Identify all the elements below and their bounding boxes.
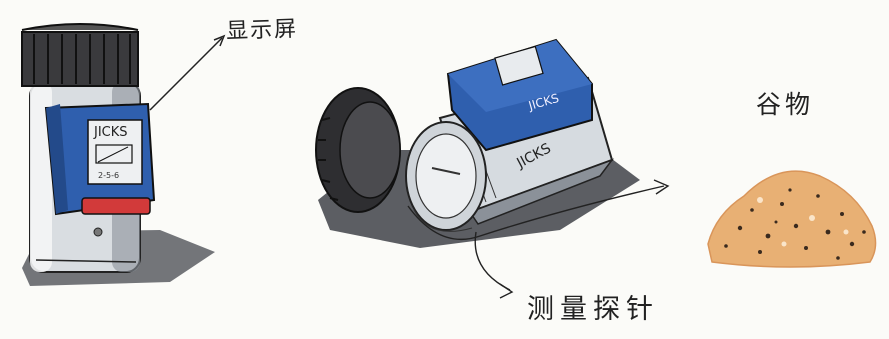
display-screen-label: 显示屏 bbox=[225, 16, 299, 45]
meter-indicator-light bbox=[81, 197, 151, 215]
grain-pile bbox=[707, 170, 877, 268]
probe-leader-line bbox=[474, 231, 511, 291]
meter-cap bbox=[21, 31, 139, 87]
meter-brand-text: JICKS bbox=[93, 125, 128, 140]
meter-display-screen bbox=[87, 119, 143, 185]
display-leader-line bbox=[149, 37, 223, 111]
meter-screw bbox=[93, 227, 103, 237]
grain-label: 谷物 bbox=[756, 90, 815, 119]
meter-display-digits: 2-5-6 bbox=[98, 171, 119, 180]
probe-wire bbox=[407, 185, 665, 240]
standing-meter: JICKS 2-5-6 bbox=[21, 23, 226, 286]
open-meter: JICKS JICKS bbox=[315, 38, 670, 299]
probe-label: 测量探针 bbox=[527, 294, 659, 325]
grain-mound bbox=[707, 170, 877, 268]
